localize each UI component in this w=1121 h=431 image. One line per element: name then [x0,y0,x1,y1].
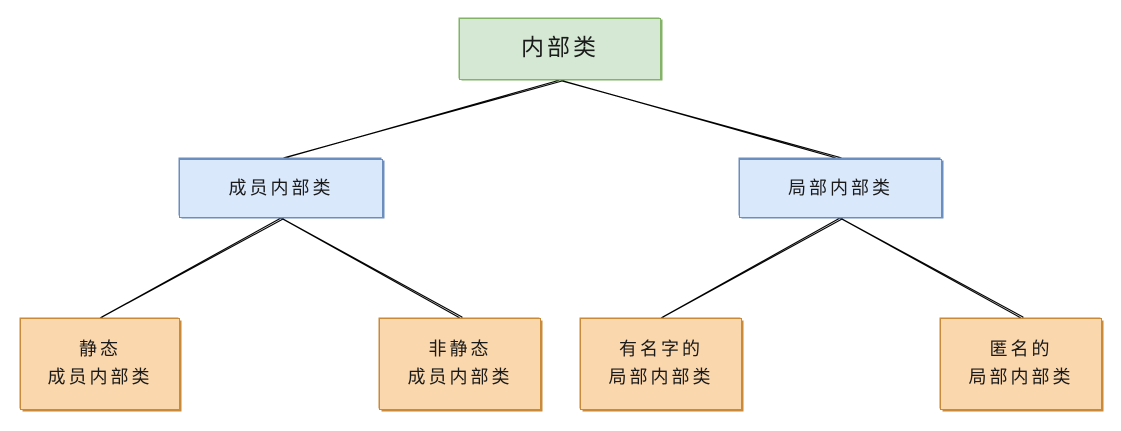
named-local-class-node: 有名字的 局部内部类 [580,318,742,410]
named-local-class-line2: 局部内部类 [608,367,714,388]
member-inner-class-node: 成员内部类 [179,159,383,218]
named-local-class-line1: 有名字的 [619,339,703,361]
anonymous-local-class-line1: 匿名的 [989,339,1053,361]
local-inner-class-node: 局部内部类 [739,159,942,218]
root-node-label: 内部类 [521,35,599,62]
root-node: 内部类 [459,18,661,80]
local-inner-class-label: 局部内部类 [788,177,893,199]
nonstatic-member-class-line1: 非静态 [428,339,492,361]
static-member-class-node: 静态 成员内部类 [20,318,180,410]
nonstatic-member-class-node: 非静态 成员内部类 [379,318,541,410]
member-inner-class-label: 成员内部类 [228,177,334,199]
anonymous-local-class-line2: 局部内部类 [968,367,1074,388]
anonymous-local-class-node: 匿名的 局部内部类 [940,318,1102,410]
static-member-class-line2: 成员内部类 [47,367,153,388]
static-member-class-line1: 静态 [79,339,121,361]
nonstatic-member-class-line2: 成员内部类 [407,367,513,388]
